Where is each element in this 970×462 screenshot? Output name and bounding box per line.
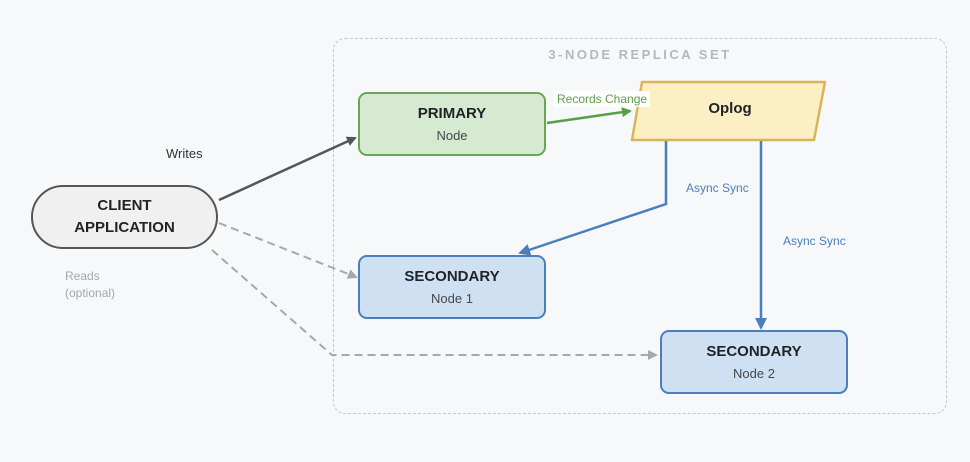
reads-arrow-secondary1 — [218, 222, 358, 279]
oplog-shape — [630, 80, 827, 142]
secondary-node-1: SECONDARY Node 1 — [358, 255, 546, 319]
client-line2: APPLICATION — [74, 219, 175, 236]
records-change-arrow — [546, 107, 632, 125]
writes-arrow — [218, 136, 357, 202]
writes-label: Writes — [166, 146, 203, 161]
client-line1: CLIENT — [97, 197, 152, 214]
async-sync-label-1: Async Sync — [684, 180, 751, 196]
replica-set-title: 3-NODE REPLICA SET — [548, 47, 732, 62]
oplog-title: Oplog — [708, 100, 752, 117]
reads-label: Reads (optional) — [65, 268, 115, 302]
reads-label-line1: Reads — [65, 269, 100, 283]
secondary2-subtitle: Node 2 — [733, 366, 775, 381]
replica-set-container: 3-NODE REPLICA SET — [333, 38, 947, 414]
secondary2-title: SECONDARY — [706, 343, 802, 360]
records-change-label: Records Change — [554, 91, 651, 107]
primary-node: PRIMARY Node — [358, 92, 546, 156]
client-application-node: CLIENT APPLICATION — [31, 185, 218, 249]
primary-subtitle: Node — [436, 128, 468, 143]
reads-label-line2: (optional) — [65, 286, 116, 300]
reads-arrow-secondary2 — [211, 249, 658, 360]
async-sync-arrow-secondary1 — [518, 141, 668, 256]
secondary1-subtitle: Node 1 — [431, 291, 473, 306]
secondary1-title: SECONDARY — [404, 268, 500, 285]
primary-title: PRIMARY — [417, 105, 487, 122]
async-sync-label-2: Async Sync — [783, 234, 846, 248]
secondary-node-2: SECONDARY Node 2 — [660, 330, 848, 394]
